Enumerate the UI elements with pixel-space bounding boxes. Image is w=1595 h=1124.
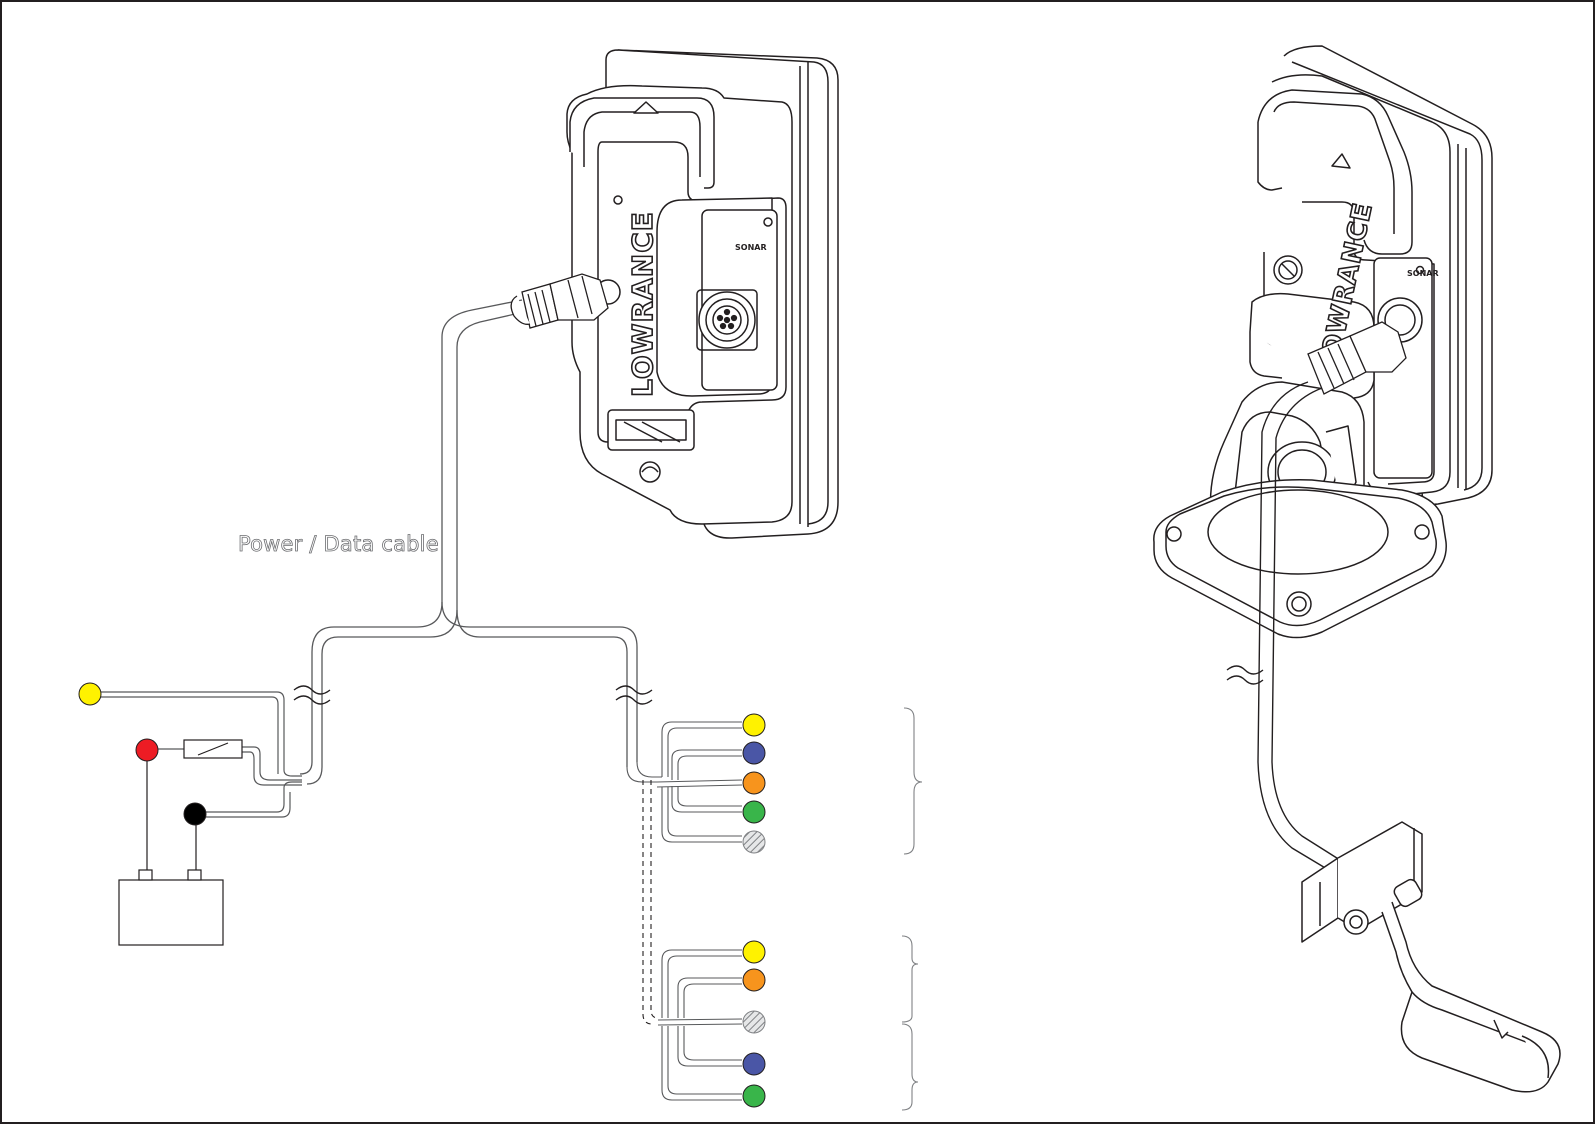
group2-green-terminal	[742, 1084, 766, 1108]
group1-blue-terminal	[742, 741, 766, 765]
group1-yellow-terminal	[742, 713, 766, 737]
power-data-cable-label: Power / Data cable	[238, 532, 439, 557]
group1-shield-terminal	[742, 830, 766, 854]
brand-logo: LOWRANCE	[626, 211, 659, 397]
group2-brace-lower	[901, 1023, 919, 1111]
battery-icon	[118, 757, 224, 946]
data-wiring-group-2	[657, 949, 743, 1101]
group2-brace-upper	[901, 935, 919, 1023]
power-data-cable	[299, 299, 638, 785]
group2-blue-terminal	[742, 1052, 766, 1076]
black-wire-terminal	[183, 802, 207, 826]
display-unit-rear	[566, 49, 839, 539]
eject-triangle-icon	[633, 101, 659, 114]
group2-orange-terminal	[742, 968, 766, 992]
eject-triangle-icon-2	[1331, 153, 1351, 169]
group2-shield-terminal	[742, 1010, 766, 1034]
power-wiring	[100, 691, 302, 818]
port-label: SONAR	[735, 243, 767, 252]
connector-icon-2	[1307, 321, 1407, 395]
yellow-wire-terminal	[78, 682, 102, 706]
group2-yellow-terminal	[742, 940, 766, 964]
fuse-icon	[183, 739, 243, 759]
group1-green-terminal	[742, 800, 766, 824]
cable-break-icon	[293, 665, 1264, 705]
transducer-icon	[1301, 821, 1561, 1093]
data-wiring-group-1	[626, 721, 743, 843]
display-unit-mounted	[1153, 45, 1493, 639]
red-wire-terminal	[135, 738, 159, 762]
dashed-link	[642, 780, 659, 1025]
port-label-2: SONAR	[1407, 269, 1439, 278]
group1-orange-terminal	[742, 771, 766, 795]
transducer-cable	[1257, 381, 1341, 873]
group1-brace	[903, 707, 923, 855]
connector-icon	[510, 273, 609, 329]
